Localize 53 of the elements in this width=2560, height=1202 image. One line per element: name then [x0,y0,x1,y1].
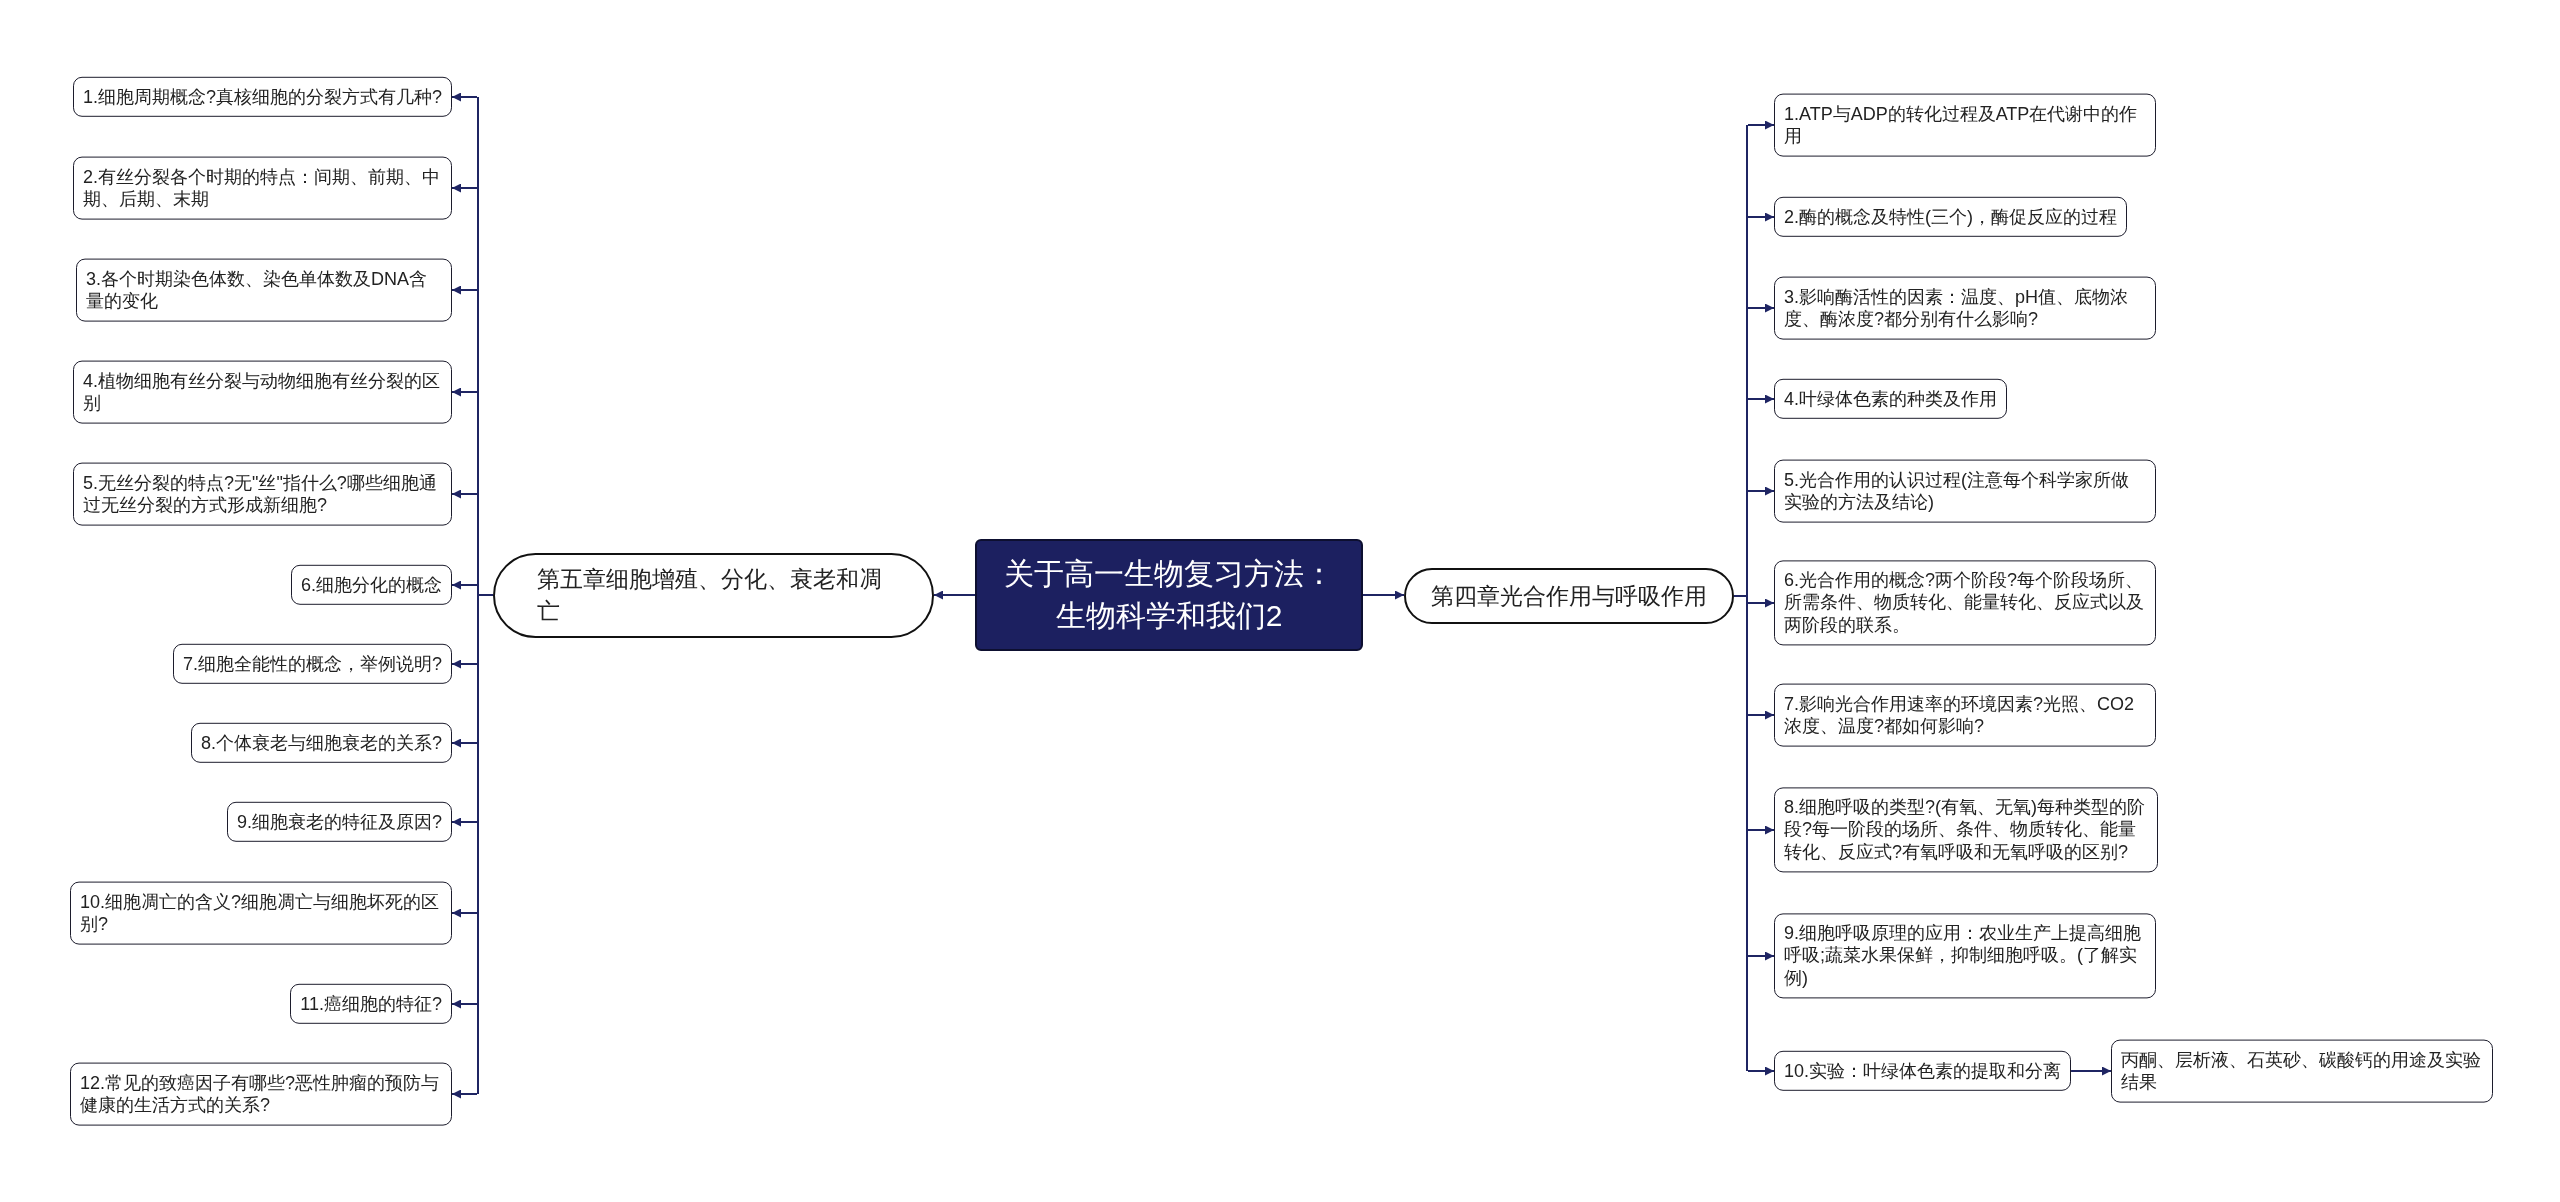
question-box: 4.叶绿体色素的种类及作用 [1774,378,2007,420]
question-box: 6.细胞分化的概念 [291,564,452,606]
question-box: 5.光合作用的认识过程(注意每个科学家所做实验的方法及结论) [1774,459,2156,523]
connector-arrow [1362,590,1405,600]
question-box: 4.植物细胞有丝分裂与动物细胞有丝分裂的区别 [73,360,452,424]
question-box: 6.光合作用的概念?两个阶段?每个阶段场所、所需条件、物质转化、能量转化、反应式以及两阶段的联系。 [1774,560,2156,646]
question-box: 10.细胞凋亡的含义?细胞凋亡与细胞坏死的区别? [70,881,452,945]
connector-arrow [933,590,976,600]
question-box: 9.细胞呼吸原理的应用：农业生产上提高细胞呼吸;蔬菜水果保鲜，抑制细胞呼吸。(了解实例) [1774,913,2156,999]
connector-arrow [451,659,478,669]
connector-arrow [1747,212,1775,222]
question-box: 7.细胞全能性的概念，举例说明? [172,643,452,685]
question-box: 1.细胞周期概念?真核细胞的分裂方式有几种? [72,76,452,118]
question-box: 8.个体衰老与细胞衰老的关系? [190,722,452,764]
question-box: 2.有丝分裂各个时期的特点：间期、前期、中期、后期、末期 [73,156,452,220]
question-box: 10.实验：叶绿体色素的提取和分离 [1774,1050,2072,1092]
connector-arrow [451,183,478,193]
connector-arrow [1747,1066,1775,1076]
connector-arrow [451,817,478,827]
connector-arrow [1747,598,1775,608]
question-box: 3.各个时期染色体数、染色单体数及DNA含量的变化 [76,258,452,322]
chapter-pill: 第五章细胞增殖、分化、衰老和凋亡 [493,552,934,638]
connector-arrow [451,999,478,1009]
connector-arrow [1747,486,1775,496]
chapter-pill: 第四章光合作用与呼吸作用 [1404,568,1734,624]
connector-arrow [1747,710,1775,720]
connector-line [1733,124,1748,1072]
connector-arrow [451,387,478,397]
question-box: 2.酶的概念及特性(三个)，酶促反应的过程 [1774,196,2127,238]
connector-arrow [451,738,478,748]
note-box: 丙酮、层析液、石英砂、碳酸钙的用途及实验结果 [2111,1039,2493,1103]
question-box: 7.影响光合作用速率的环境因素?光照、CO2浓度、温度?都如何影响? [1774,683,2156,747]
question-box: 12.常见的致癌因子有哪些?恶性肿瘤的预防与健康的生活方式的关系? [70,1062,452,1126]
question-box: 11.癌细胞的特征? [290,983,452,1025]
connector-arrow [451,489,478,499]
connector-arrow [451,285,478,295]
connector-arrow [1747,303,1775,313]
question-box: 8.细胞呼吸的类型?(有氧、无氧)每种类型的阶段?每一阶段的场所、条件、物质转化、能量转化、反应式?有氧呼吸和无氧呼吸的区别? [1774,787,2158,873]
connector-arrow [2070,1066,2112,1076]
question-box: 1.ATP与ADP的转化过程及ATP在代谢中的作用 [1774,93,2156,157]
connector-arrow [1747,120,1775,130]
connector-arrow [451,92,478,102]
connector-arrow [1747,825,1775,835]
connector-arrow [1747,951,1775,961]
connector-line [477,96,494,1095]
connector-arrow [451,580,478,590]
question-box: 9.细胞衰老的特征及原因? [226,801,452,843]
question-box: 5.无丝分裂的特点?无"丝"指什么?哪些细胞通过无丝分裂的方式形成新细胞? [73,462,452,526]
topic-box: 关于高一生物复习方法：生物科学和我们2 [975,539,1363,651]
connector-arrow [451,908,478,918]
connector-arrow [1747,394,1775,404]
question-box: 3.影响酶活性的因素：温度、pH值、底物浓度、酶浓度?都分别有什么影响? [1774,276,2156,340]
connector-arrow [451,1089,478,1099]
